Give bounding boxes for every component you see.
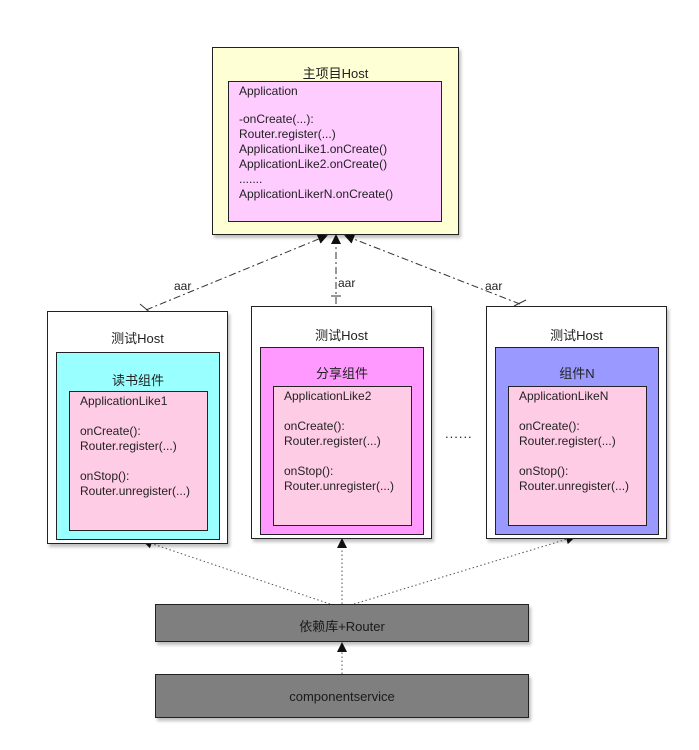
aar-label-right: aar [485, 279, 503, 293]
component-service-label: componentservice [289, 689, 395, 704]
share-component-box: 分享组件 ApplicationLike2 onCreate(): Router… [260, 347, 424, 535]
application-title: Application [239, 84, 298, 98]
component-n-box: 组件N ApplicationLikeN onCreate(): Router.… [495, 347, 659, 535]
lib-router-label: 依赖库+Router [299, 619, 385, 634]
component-service-bar: componentservice [155, 674, 529, 718]
test-host-title: 测试Host [315, 328, 368, 343]
test-host-title: 测试Host [111, 331, 164, 346]
application-like1-box: ApplicationLike1 onCreate(): Router.regi… [69, 391, 208, 531]
application-like1-title: ApplicationLike1 [80, 394, 168, 408]
application-code: -onCreate(...): Router.register(...) App… [239, 112, 394, 201]
application-box: Application -onCreate(...): Router.regis… [228, 81, 442, 222]
reader-component-box: 读书组件 ApplicationLike1 onCreate(): Router… [56, 352, 220, 540]
dep-arrow-left [142, 538, 331, 605]
aar-tick-right [513, 299, 527, 307]
application-like-n-code: onCreate(): Router.register(...) onStop(… [519, 419, 630, 493]
application-like-n-box: ApplicationLikeN onCreate(): Router.regi… [508, 386, 647, 526]
application-like2-box: ApplicationLike2 onCreate(): Router.regi… [273, 386, 412, 526]
aar-label-center: aar [338, 276, 356, 290]
main-host-title: 主项目Host [302, 66, 369, 81]
dep-arrow-right [353, 534, 576, 605]
application-like-n-title: ApplicationLikeN [519, 389, 609, 403]
test-host-share: 测试Host 分享组件 ApplicationLike2 onCreate():… [251, 306, 432, 539]
aar-label-left: aar [174, 279, 192, 293]
test-host-component-n: 测试Host 组件N ApplicationLikeN onCreate(): … [486, 306, 667, 539]
more-components-ellipsis: ...... [445, 426, 473, 441]
aar-arrow-left [145, 234, 328, 311]
share-component-title: 分享组件 [315, 366, 368, 381]
reader-component-title: 读书组件 [111, 373, 164, 388]
aar-arrow-right [344, 234, 521, 305]
application-like2-code: onCreate(): Router.register(...) onStop(… [284, 419, 395, 493]
application-like2-title: ApplicationLike2 [284, 389, 372, 403]
application-like1-code: onCreate(): Router.register(...) onStop(… [80, 424, 191, 498]
main-host-box: 主项目Host Application -onCreate(...): Rout… [212, 47, 459, 235]
test-host-title: 测试Host [550, 328, 603, 343]
test-host-reader: 测试Host 读书组件 ApplicationLike1 onCreate():… [47, 311, 228, 544]
component-n-title: 组件N [559, 366, 595, 381]
lib-router-bar: 依赖库+Router [155, 604, 529, 642]
